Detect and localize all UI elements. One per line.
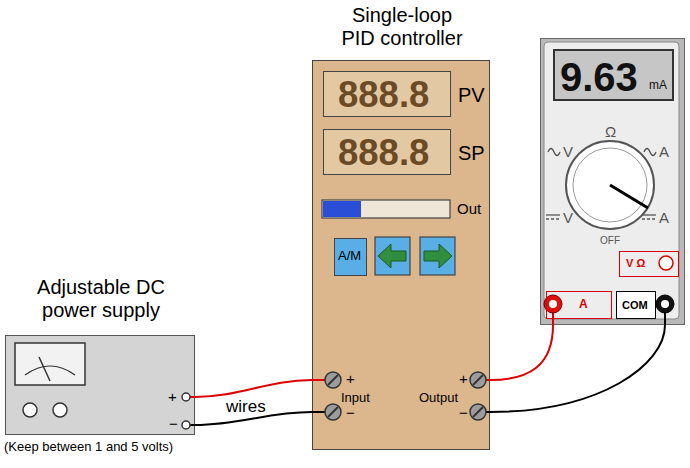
wire [195, 380, 312, 397]
sp-digits: 888.8 [338, 132, 429, 174]
supply-title: Adjustable DC power supply [26, 276, 176, 322]
reading: 9.63 [560, 54, 638, 100]
sp-label: SP [458, 142, 485, 165]
amp-jack-label: A [579, 298, 588, 312]
wire [490, 325, 665, 412]
terminal-sign: + [346, 370, 355, 387]
terminal-name: Input [341, 391, 370, 406]
dc-amp-label: A [659, 209, 669, 226]
power-supply: Adjustable DC power supply(Keep between … [5, 335, 195, 435]
terminal-sign: − [459, 404, 468, 421]
lcd-display: 9.63 mA [553, 49, 674, 101]
wire [490, 325, 553, 380]
ohm-label: Ω [605, 123, 616, 140]
auto-manual-button: A/M [334, 238, 367, 276]
pv-label: PV [458, 84, 485, 107]
wire-label: wires [226, 397, 266, 417]
power-supply-art [5, 335, 195, 435]
common-jack: COM [616, 291, 656, 319]
pid-controller: Single-loop PID controller888.8PV888.8SP… [312, 60, 490, 450]
pv-digits: 888.8 [338, 74, 429, 116]
terminal-name: Output [419, 391, 458, 406]
terminal-sign: − [169, 415, 178, 432]
off-label: OFF [600, 235, 620, 247]
common-label: COM [622, 299, 648, 312]
terminal-sign: + [459, 370, 468, 387]
ac-volt-label: V [563, 143, 573, 160]
am-label: A/M [338, 249, 361, 264]
unit: mA [649, 79, 667, 93]
ac-amp-label: A [659, 143, 669, 160]
volt-ohm-label: V Ω [626, 257, 645, 270]
volt-ohm-jack: V Ω [619, 251, 679, 277]
terminal-sign: + [168, 388, 177, 405]
pv-display: 888.8PV [323, 71, 451, 117]
dc-volt-label: V [563, 209, 573, 226]
terminal-sign: − [346, 404, 355, 421]
sp-display: 888.8SP [323, 129, 451, 175]
multimeter: Ω V A V A OFF 9.63 mA V Ω A COM [540, 38, 685, 325]
amp-jack: A [546, 291, 612, 319]
supply-note: (Keep between 1 and 5 volts) [4, 440, 173, 455]
controller-title: Single-loop PID controller [335, 4, 469, 50]
output-bar-label: Out [457, 200, 481, 217]
